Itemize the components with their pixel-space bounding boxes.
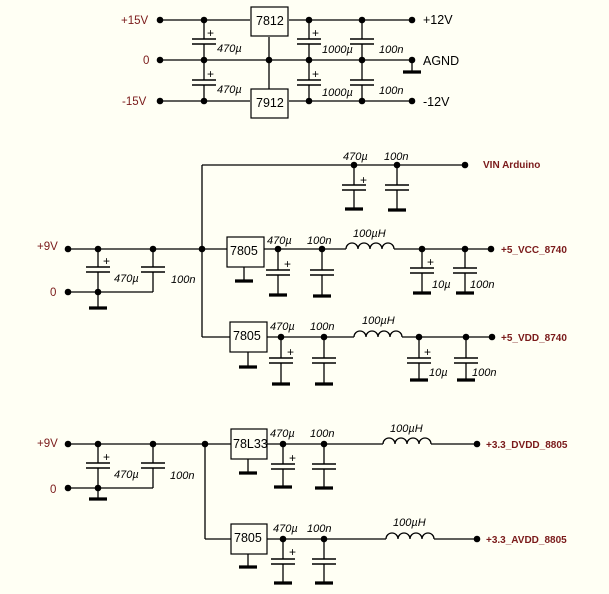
terminal-zero <box>156 56 164 64</box>
input-pos9v-label: +9V <box>37 241 58 253</box>
cap-value: 100n <box>307 235 331 247</box>
cap-value: 470µ <box>114 469 139 481</box>
cap-value: 100n <box>170 470 194 482</box>
output-pos12v-label: +12V <box>423 13 453 27</box>
terminal-pos15v <box>156 16 164 24</box>
svg-text:+: + <box>103 254 110 268</box>
output-agnd-label: AGND <box>423 54 459 68</box>
cap-value: 1000µ <box>322 44 353 56</box>
terminal-pos9v <box>64 440 72 448</box>
cap-value: 100n <box>379 85 403 97</box>
cap-value: 470µ <box>114 273 139 285</box>
regulator-7812 <box>250 6 289 37</box>
cap-value: 470µ <box>270 321 295 333</box>
terminal-5v-vcc <box>487 245 495 253</box>
output-vin-arduino-label: VIN Arduino <box>483 160 540 171</box>
output-5v-vdd-label: +5_VDD_8740 <box>501 333 567 344</box>
svg-text:+: + <box>360 173 367 187</box>
cap-value: 470µ <box>343 151 368 163</box>
input-zero-label: 0 <box>50 484 56 496</box>
cap-value: 470µ <box>273 523 298 535</box>
regulator-78l33 <box>230 428 268 460</box>
cap-value: 470µ <box>267 235 292 247</box>
svg-text:+: + <box>312 26 319 40</box>
svg-text:+: + <box>289 545 296 559</box>
svg-text:+: + <box>424 345 431 359</box>
svg-text:+: + <box>427 255 434 269</box>
regulator-7805-vcc <box>226 236 265 268</box>
middle-circuit: 7805 7805 +9V 0 + 470µ 100n 470µ + 100n … <box>37 151 567 386</box>
terminal-dvdd <box>473 440 481 448</box>
svg-text:+: + <box>287 345 294 359</box>
output-neg12v-label: -12V <box>423 95 450 109</box>
output-5v-vcc-label: +5_VCC_8740 <box>501 245 567 256</box>
cap-value: 100n <box>307 523 331 535</box>
input-zero-label: 0 <box>50 287 56 299</box>
svg-text:+: + <box>103 450 110 464</box>
output-avdd-label: +3.3_AVDD_8805 <box>486 535 567 546</box>
cap-value: 10µ <box>432 279 451 291</box>
cap-value: 470µ <box>270 428 295 440</box>
cap-value: 100n <box>470 279 494 291</box>
terminal-pos12v <box>408 16 416 24</box>
input-pos9v-label: +9V <box>37 438 58 450</box>
cap-value: 100n <box>171 274 195 286</box>
terminal-avdd <box>473 535 481 543</box>
input-pos15v-label: +15V <box>121 15 149 27</box>
cap-value: 1000µ <box>322 87 353 99</box>
terminal-zero <box>64 484 72 492</box>
svg-text:+: + <box>284 257 291 271</box>
inductor-value: 100µH <box>393 517 426 529</box>
cap-value: 100n <box>472 367 496 379</box>
cap-value: 100n <box>384 151 408 163</box>
regulator-7912 <box>250 88 289 119</box>
terminal-pos9v <box>64 245 72 253</box>
top-circuit: 7812 7912 +15V 0 -15V +12V AGND -12V + +… <box>121 6 459 119</box>
regulator-7812-label: 7812 <box>256 14 284 28</box>
regulator-7912-label: 7912 <box>256 96 284 110</box>
terminal-zero <box>64 288 72 296</box>
regulator-label: 7805 <box>233 329 261 343</box>
input-neg15v-label: -15V <box>122 96 147 108</box>
output-dvdd-label: +3.3_DVDD_8805 <box>486 440 568 451</box>
regulator-label: 78L33 <box>233 437 268 451</box>
svg-text:+: + <box>289 451 296 465</box>
svg-text:+: + <box>207 26 214 40</box>
input-zero-label: 0 <box>143 55 149 67</box>
regulator-label: 7805 <box>234 531 262 545</box>
inductor-value: 100µH <box>353 228 386 240</box>
svg-text:+: + <box>312 67 319 81</box>
cap-value: 100n <box>310 428 334 440</box>
terminal-agnd <box>408 56 416 64</box>
cap-value: 470µ <box>217 84 242 96</box>
regulator-7805-vdd <box>229 321 268 353</box>
cap-value: 470µ <box>217 43 242 55</box>
bottom-circuit: 78L33 7805 +9V 0 + 470µ 100n 470µ + 100n… <box>37 423 568 585</box>
cap-value: 100n <box>310 321 334 333</box>
cap-value: 10µ <box>429 367 448 379</box>
terminal-vin-arduino <box>461 161 469 169</box>
regulator-7805-avdd <box>230 523 268 555</box>
inductor-value: 100µH <box>362 315 395 327</box>
terminal-neg15v <box>156 97 164 105</box>
terminal-5v-vdd <box>488 333 496 341</box>
svg-text:+: + <box>207 67 214 81</box>
terminal-neg12v <box>408 97 416 105</box>
inductor-value: 100µH <box>390 423 423 435</box>
cap-value: 100n <box>379 44 403 56</box>
regulator-label: 7805 <box>230 244 258 258</box>
